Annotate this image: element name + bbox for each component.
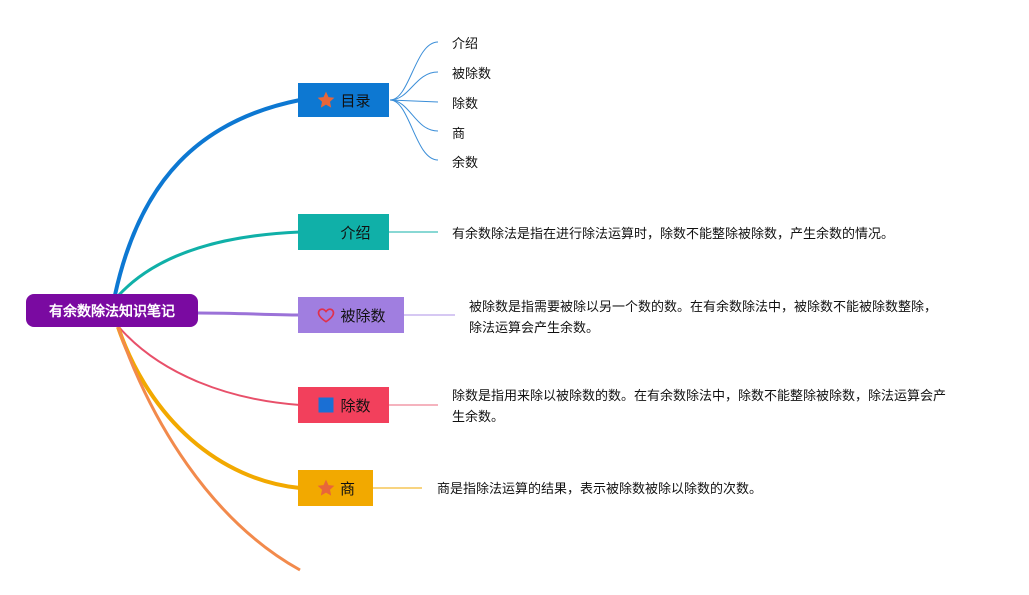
star-icon — [316, 90, 336, 110]
topic-quotient-label: 商 — [339, 479, 355, 498]
topic-toc[interactable]: 目录 — [298, 83, 389, 117]
toc-item-quotient[interactable]: 商 — [452, 127, 466, 142]
topic-dividend[interactable]: 被除数 — [298, 297, 404, 333]
connector-toc — [113, 98, 301, 296]
intro-description: 有余数除法是指在进行除法运算时，除数不能整除被除数，产生余数的情况。 — [452, 227, 895, 242]
star-icon — [316, 478, 336, 498]
connector-divisor — [117, 325, 301, 406]
toc-item-divisor[interactable]: 除数 — [452, 97, 479, 112]
topic-dividend-label: 被除数 — [340, 306, 386, 325]
topic-intro-label: 介绍 — [340, 223, 371, 242]
dividend-description: 被除数是指需要被除以另一个数的数。在有余数除法中，被除数不能被除数整除，除法运算… — [469, 300, 938, 336]
quotient-description: 商是指除法运算的结果，表示被除数被除以除数的次数。 — [437, 482, 763, 497]
topic-intro[interactable]: 介绍 — [298, 214, 389, 250]
connector-intro — [116, 230, 301, 298]
topic-toc-label: 目录 — [340, 91, 371, 110]
divisor-description: 除数是指用来除以被除数的数。在有余数除法中，除数不能整除被除数，除法运算会产生余… — [452, 389, 947, 425]
topic-divisor[interactable]: 除数 — [298, 387, 389, 423]
topic-divisor-label: 除数 — [340, 396, 371, 415]
root-topic[interactable]: 有余数除法知识笔记 — [26, 294, 198, 327]
toc-item-intro[interactable]: 介绍 — [452, 37, 479, 52]
connector-remainder — [116, 326, 301, 572]
connector-dividend — [197, 311, 301, 317]
toc-item-remainder[interactable]: 余数 — [452, 156, 479, 171]
topic-quotient[interactable]: 商 — [298, 470, 373, 506]
toc-item-dividend[interactable]: 被除数 — [452, 67, 492, 82]
blank-icon — [316, 222, 336, 242]
root-topic-label: 有余数除法知识笔记 — [49, 303, 175, 320]
square-icon — [316, 395, 336, 415]
heart-icon — [316, 305, 336, 325]
